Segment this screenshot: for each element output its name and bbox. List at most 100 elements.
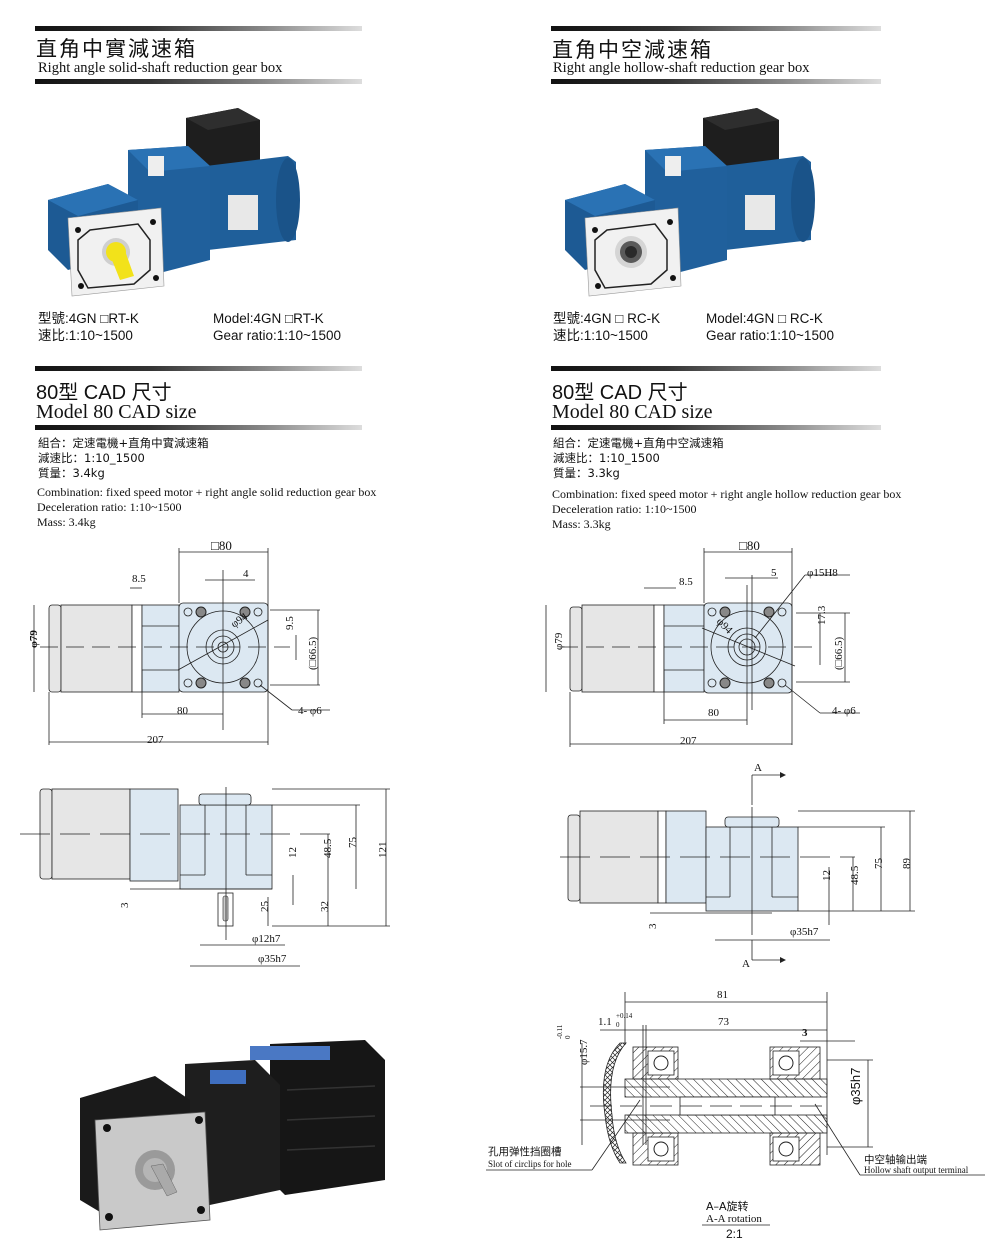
svg-text:207: 207 bbox=[680, 735, 697, 747]
svg-text:φ79: φ79 bbox=[28, 630, 40, 648]
left-model-cn: 型號:4GN □RT-K bbox=[38, 311, 139, 326]
right-model-cn: 型號:4GN □ RC-K bbox=[553, 311, 661, 326]
svg-text:207: 207 bbox=[147, 734, 164, 746]
svg-text:121: 121 bbox=[377, 842, 389, 859]
svg-text:4: 4 bbox=[243, 568, 249, 580]
svg-text:89: 89 bbox=[901, 858, 913, 870]
terminal-box-icon bbox=[703, 108, 779, 170]
bearing-ball-icon bbox=[778, 1055, 794, 1071]
svg-text:73: 73 bbox=[718, 1016, 730, 1028]
svg-text:中空轴输出端: 中空轴输出端 bbox=[864, 1153, 927, 1166]
right-spec-cn-combination: 組合：定速電機+直角中空減速箱 bbox=[553, 436, 724, 450]
svg-text:75: 75 bbox=[873, 858, 885, 870]
svg-text:3: 3 bbox=[802, 1027, 808, 1039]
svg-text:1.1: 1.1 bbox=[598, 1016, 612, 1028]
cad-section-aa: 81 73 1.1 +0.14 0 φ15.7 -0.11 0 3 φ35h7 … bbox=[486, 989, 985, 1241]
circlip-icon bbox=[602, 1042, 627, 1164]
svg-text:φ15H8: φ15H8 bbox=[807, 567, 838, 579]
cad-front-view-hollow: □80 5 φ15H8 8.5 φ79 φ94 17.3 (□66.5) 4- … bbox=[545, 538, 860, 747]
cad-rule-top-right bbox=[551, 366, 881, 371]
right-title-cn: 直角中空減速箱 bbox=[552, 38, 713, 62]
terminal-box-icon bbox=[186, 108, 260, 170]
product-photo-solid-shaft bbox=[48, 108, 300, 297]
svg-text:(□66.5): (□66.5) bbox=[833, 636, 845, 670]
svg-text:12: 12 bbox=[821, 870, 833, 881]
svg-text:3: 3 bbox=[119, 902, 131, 908]
svg-text:48.5: 48.5 bbox=[849, 865, 861, 885]
svg-text:Slot of circlips for hole: Slot of circlips for hole bbox=[488, 1159, 571, 1169]
bearing-ball-icon bbox=[653, 1141, 669, 1157]
svg-text:φ35h7: φ35h7 bbox=[848, 1068, 863, 1105]
cad-rule-bottom-right bbox=[551, 425, 881, 430]
left-model-en: Model:4GN □RT-K bbox=[213, 311, 324, 326]
cad-rule-bottom bbox=[35, 425, 362, 430]
svg-text:φ12h7: φ12h7 bbox=[252, 933, 281, 945]
svg-text:A–A旋转: A–A旋转 bbox=[706, 1199, 749, 1213]
right-spec-en-combination: Combination: fixed speed motor + right a… bbox=[552, 487, 902, 501]
left-ratio-cn: 速比:1:10~1500 bbox=[38, 328, 133, 343]
yellow-shaft-cap-icon bbox=[108, 248, 134, 280]
product-photo-black-motor bbox=[80, 1040, 385, 1231]
right-cad-title-cn: 80型 CAD 尺寸 bbox=[552, 382, 688, 404]
right-spec-en-mass: Mass: 3.3kg bbox=[552, 517, 611, 531]
svg-text:-0.11: -0.11 bbox=[556, 1024, 564, 1039]
right-model-en: Model:4GN □ RC-K bbox=[706, 311, 823, 326]
svg-text:孔用弹性挡圈槽: 孔用弹性挡圈槽 bbox=[488, 1145, 562, 1158]
svg-text:A: A bbox=[742, 958, 750, 970]
svg-text:2:1: 2:1 bbox=[726, 1227, 743, 1241]
right-ratio-en: Gear ratio:1:10~1500 bbox=[706, 328, 834, 343]
left-title-cn: 直角中實減速箱 bbox=[36, 37, 197, 61]
svg-text:17.3: 17.3 bbox=[816, 605, 828, 625]
svg-text:75: 75 bbox=[347, 837, 359, 849]
output-shaft-icon bbox=[150, 1163, 178, 1197]
header-rule-top bbox=[35, 26, 362, 31]
bolt-hole-icon bbox=[183, 606, 263, 689]
header-rule-top-right bbox=[551, 26, 881, 31]
bearing-ball-icon bbox=[778, 1141, 794, 1157]
right-spec-en-ratio: Deceleration ratio: 1:10~1500 bbox=[552, 502, 697, 516]
svg-text:φ79: φ79 bbox=[553, 632, 565, 650]
right-spec-cn-mass: 質量：3.3kg bbox=[553, 466, 620, 480]
left-spec-cn-combination: 組合：定速電機+直角中實減速箱 bbox=[38, 436, 209, 450]
hollow-shaft-wall-bottom bbox=[624, 1114, 828, 1134]
svg-text:25: 25 bbox=[259, 901, 271, 913]
product-photo-hollow-shaft bbox=[565, 108, 815, 297]
svg-text:80: 80 bbox=[177, 705, 189, 717]
svg-text:9.5: 9.5 bbox=[284, 616, 296, 630]
svg-text:A: A bbox=[754, 762, 762, 774]
svg-text:5: 5 bbox=[771, 567, 777, 579]
left-title-en: Right angle solid-shaft reduction gear b… bbox=[38, 60, 283, 76]
left-spec-cn-mass: 質量：3.4kg bbox=[38, 466, 105, 480]
cad-side-view-solid: 12 48.5 75 121 3 25 32 φ12h7 φ35h7 bbox=[20, 787, 390, 967]
bolt-hole-icon bbox=[707, 606, 787, 689]
svg-text:3: 3 bbox=[647, 923, 659, 929]
svg-text:0: 0 bbox=[616, 1021, 620, 1029]
right-title-en: Right angle hollow-shaft reduction gear … bbox=[553, 60, 810, 76]
svg-text:A-A rotation: A-A rotation bbox=[706, 1213, 762, 1225]
cad-side-view-hollow: A A 12 48.5 75 89 3 φ35h7 bbox=[560, 762, 915, 970]
header-rule-bottom bbox=[35, 79, 362, 84]
svg-text:4- φ6: 4- φ6 bbox=[298, 705, 322, 717]
svg-text:4- φ6: 4- φ6 bbox=[832, 705, 856, 717]
svg-text:+0.14: +0.14 bbox=[616, 1012, 633, 1020]
svg-text:80: 80 bbox=[708, 707, 720, 719]
svg-text:8.5: 8.5 bbox=[132, 573, 146, 585]
svg-text:12: 12 bbox=[287, 847, 299, 858]
left-spec-cn-ratio: 減速比：1:10_1500 bbox=[38, 451, 145, 465]
svg-text:8.5: 8.5 bbox=[679, 576, 693, 588]
left-spec-en-mass: Mass: 3.4kg bbox=[37, 515, 96, 529]
left-cad-title-cn: 80型 CAD 尺寸 bbox=[36, 382, 172, 404]
svg-text:φ35h7: φ35h7 bbox=[790, 926, 819, 938]
svg-text:(□66.5): (□66.5) bbox=[307, 636, 319, 670]
cad-rule-top bbox=[35, 366, 362, 371]
svg-text:□80: □80 bbox=[739, 538, 760, 553]
svg-text:Hollow shaft output terminal: Hollow shaft output terminal bbox=[864, 1165, 969, 1175]
right-ratio-cn: 速比:1:10~1500 bbox=[553, 328, 648, 343]
left-spec-en-combination: Combination: fixed speed motor + right a… bbox=[37, 485, 377, 499]
bearing-ball-icon bbox=[653, 1055, 669, 1071]
right-cad-title-en: Model 80 CAD size bbox=[552, 401, 713, 423]
svg-text:0: 0 bbox=[564, 1035, 572, 1039]
svg-text:□80: □80 bbox=[211, 538, 232, 553]
svg-text:81: 81 bbox=[717, 989, 728, 1001]
cad-front-view-solid: □80 4 8.5 φ79 φ94 9.5 (□66.5) 4- φ6 80 2… bbox=[28, 538, 330, 746]
